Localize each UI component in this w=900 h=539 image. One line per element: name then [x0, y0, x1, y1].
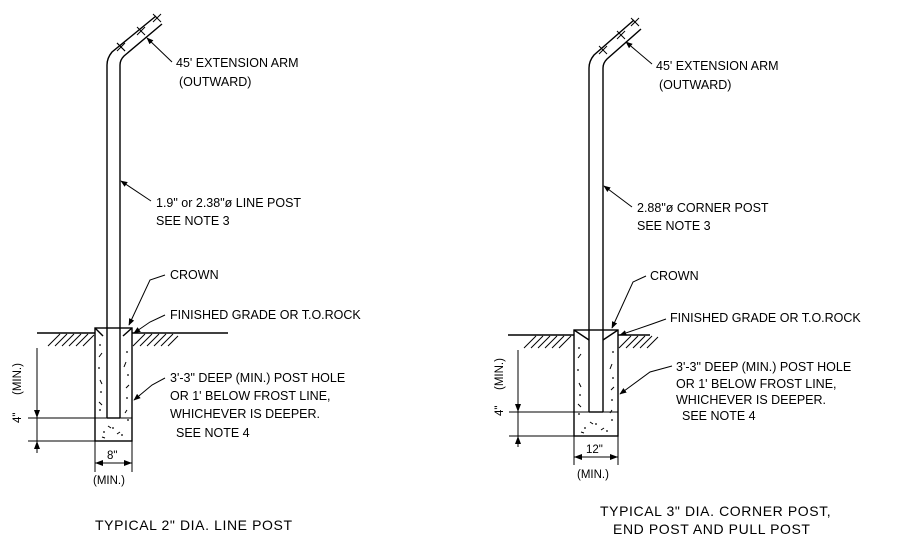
post-leader: [603, 185, 633, 208]
post-label-line-2: SEE NOTE 3: [156, 214, 230, 228]
crown-bevel-right: [122, 327, 133, 337]
hole-label-line-2: OR 1' BELOW FROST LINE,: [676, 377, 837, 391]
soil-hatch-right: [132, 333, 179, 347]
hole-label-line-3: WHICHEVER IS DEEPER.: [676, 393, 826, 407]
crown-leader: [128, 274, 166, 326]
grade-leader: [133, 314, 166, 334]
concrete-stipple: [98, 344, 130, 439]
arm-label-line-1: 45' EXTENSION ARM: [176, 56, 299, 70]
depth-dim-min: (MIN.): [494, 358, 506, 390]
caption-line-1: TYPICAL 3" DIA. CORNER POST,: [600, 503, 831, 519]
crown-bevel-left: [94, 327, 104, 337]
width-arrows: [95, 460, 132, 466]
arm-label-line-1: 45' EXTENSION ARM: [656, 59, 779, 73]
post-label-line-1: 1.9" or 2.38"ø LINE POST: [156, 196, 301, 210]
hole-label-line-2: OR 1' BELOW FROST LINE,: [170, 389, 331, 403]
arm-leader: [146, 37, 173, 63]
crown-leader: [611, 275, 647, 329]
line-post-detail: 45' EXTENSION ARM (OUTWARD) 1.9" or 2.38…: [12, 13, 361, 533]
hole-label-line-4: SEE NOTE 4: [176, 426, 250, 440]
width-dim-min: (MIN.): [93, 475, 125, 487]
arm-label-line-2: (OUTWARD): [659, 78, 731, 92]
crown-label: CROWN: [170, 268, 219, 282]
grade-label: FINISHED GRADE OR T.O.ROCK: [170, 308, 361, 322]
caption-line-post: TYPICAL 2" DIA. LINE POST: [95, 517, 293, 533]
grade-leader: [619, 318, 667, 336]
depth-arrows: [515, 404, 521, 444]
extension-arm-outer: [588, 19, 635, 69]
depth-dim-min: (MIN.): [12, 363, 24, 395]
barbed-wire-marks: [116, 13, 162, 52]
post-leader: [120, 180, 152, 202]
crown-bevel-right: [602, 329, 619, 341]
hole-label-line-3: WHICHEVER IS DEEPER.: [170, 407, 320, 421]
hole-label-line-1: 3'-3" DEEP (MIN.) POST HOLE: [170, 371, 345, 385]
post-label-line-1: 2.88"ø CORNER POST: [637, 201, 769, 215]
hole-leader: [133, 377, 166, 401]
width-dim-value: 8": [107, 450, 117, 462]
soil-hatch-left: [47, 333, 95, 347]
width-dim-value: 12": [586, 444, 603, 456]
arm-label-line-2: (OUTWARD): [179, 75, 251, 89]
concrete-stipple: [577, 347, 615, 434]
corner-post-detail: 45' EXTENSION ARM (OUTWARD) 2.88"ø CORNE…: [494, 17, 861, 537]
hole-label-line-1: 3'-3" DEEP (MIN.) POST HOLE: [676, 360, 851, 374]
depth-arrows: [34, 410, 40, 449]
soil-hatch-left: [523, 335, 572, 349]
hole-leader: [619, 365, 673, 395]
width-dim-min: (MIN.): [577, 469, 609, 481]
barbed-wire-marks: [598, 17, 640, 55]
arm-leader: [625, 41, 653, 65]
post-label-line-2: SEE NOTE 3: [637, 219, 711, 233]
grade-label: FINISHED GRADE OR T.O.ROCK: [670, 311, 861, 325]
concrete-footing: [94, 327, 133, 442]
depth-dim-value: 4": [12, 413, 24, 423]
extension-arm-outer: [106, 15, 157, 66]
depth-dim-value: 4": [494, 406, 506, 416]
soil-hatch-right: [618, 335, 659, 349]
caption-line-2: END POST AND PULL POST: [613, 521, 811, 537]
crown-bevel-left: [573, 329, 590, 341]
crown-label: CROWN: [650, 269, 699, 283]
concrete-footing: [573, 329, 619, 437]
extension-arm-inner: [602, 28, 642, 69]
hole-label-line-4: SEE NOTE 4: [682, 409, 756, 423]
extension-arm-inner: [119, 23, 163, 66]
